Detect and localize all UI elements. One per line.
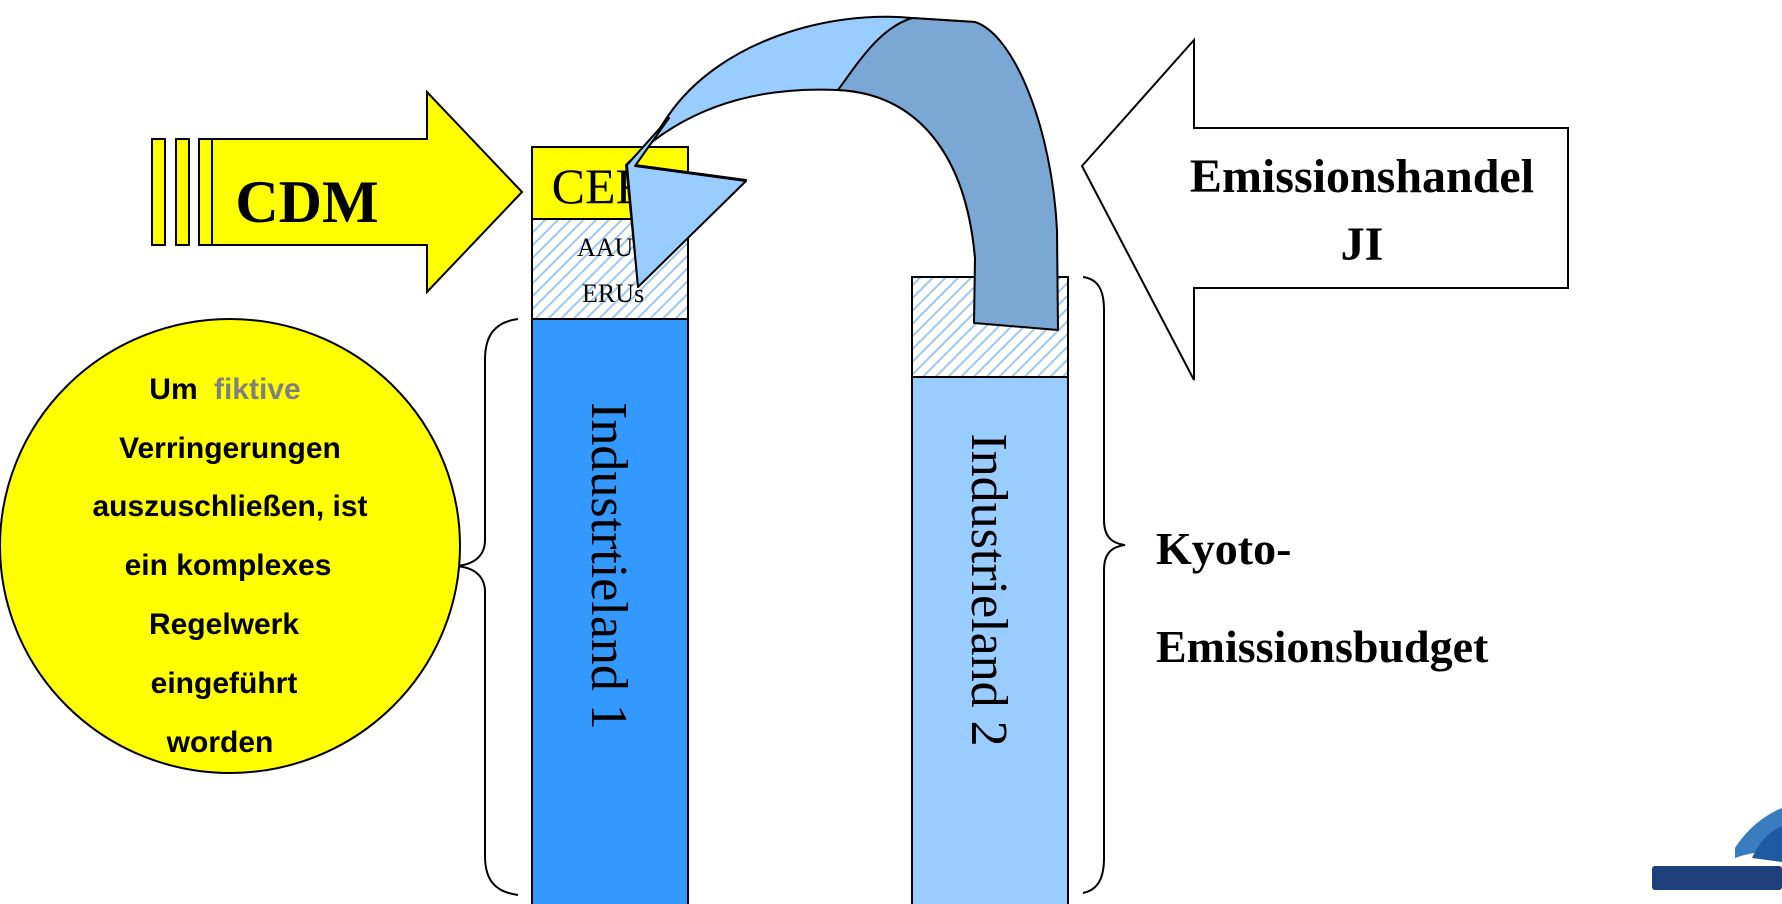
cdm-label: CDM: [235, 169, 378, 235]
right-brace: [1082, 276, 1126, 894]
callout-line-6: eingeführt: [151, 667, 298, 700]
trade-arrow-line-1: Emissionshandel: [1190, 150, 1534, 203]
country-1-bar: [531, 318, 689, 904]
country-2-column: Industrieland 2: [911, 276, 1069, 904]
cdm-arrow: CDM: [151, 89, 524, 295]
callout-word-um: Um: [149, 373, 197, 406]
cdm-arrow-stripe-3: [198, 138, 213, 246]
transfer-arrow-head: [626, 117, 747, 288]
country-2-label: Industrieland 2: [960, 433, 1017, 746]
trade-arrow-body: [1080, 37, 1569, 381]
callout-line-5: Regelwerk: [149, 608, 299, 641]
cdm-arrow-body: [211, 89, 524, 295]
trade-arrow-line-2: JI: [1341, 218, 1384, 271]
cdm-arrow-stripe-1: [151, 138, 166, 246]
erus-label: ERUs: [582, 279, 644, 308]
logo-swoosh-2: [1752, 826, 1782, 862]
callout-line-2: Verringerungen: [119, 432, 341, 465]
callout: Um fiktive Verringerungen auszuschließen…: [0, 318, 461, 774]
budget-label-line-1: Kyoto-: [1156, 523, 1291, 574]
callout-word-fiktive: fiktive: [214, 373, 301, 406]
country-1-label: Industrtieland 1: [580, 402, 637, 730]
callout-line-3: auszuschließen, ist: [92, 490, 367, 523]
country-1-column: AAU ERUs CERs Industrtieland 1: [531, 146, 689, 904]
budget-label-line-2: Emissionsbudget: [1156, 621, 1489, 672]
country-2-bar: [911, 376, 1069, 904]
trade-arrow: Emissionshandel JI: [1080, 37, 1569, 381]
cdm-arrow-stripe-2: [175, 138, 190, 246]
callout-line-1: Um fiktive: [149, 373, 300, 406]
logo-wordmark: [1652, 866, 1782, 890]
transfer-arrow: [625, 15, 1059, 331]
callout-circle: [0, 318, 461, 774]
aau-label: AAU: [577, 233, 634, 262]
logo-mark: [1652, 808, 1782, 890]
left-brace: [454, 318, 519, 896]
callout-line-7: worden: [166, 726, 274, 759]
transfer-arrow-back: [837, 17, 1059, 331]
callout-line-4: ein komplexes: [125, 549, 332, 582]
